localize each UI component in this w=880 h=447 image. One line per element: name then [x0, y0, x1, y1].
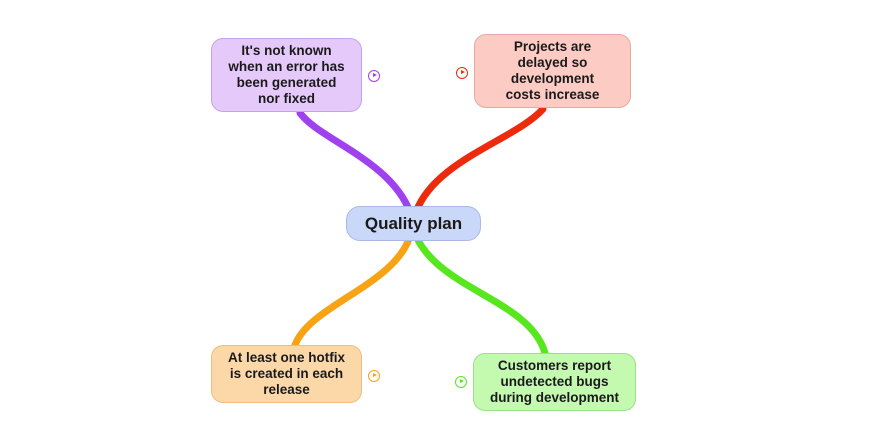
- branch-node-bottom-right[interactable]: Customers report undetected bugs during …: [473, 353, 636, 411]
- branch-bottom-right: [412, 232, 549, 357]
- branch-node-top-right[interactable]: Projects are delayed so development cost…: [474, 34, 631, 108]
- branch-node-bottom-left[interactable]: At least one hotfix is created in each r…: [211, 345, 362, 403]
- branch-node-top-left[interactable]: It's not known when an error has been ge…: [211, 38, 362, 112]
- play-circle-icon[interactable]: [456, 67, 468, 79]
- branch-node-label: At least one hotfix is created in each r…: [227, 350, 345, 397]
- branch-top-left: [296, 109, 414, 216]
- play-circle-icon[interactable]: [368, 70, 380, 82]
- branch-node-label: Customers report undetected bugs during …: [489, 358, 619, 405]
- play-circle-icon[interactable]: [455, 376, 467, 388]
- central-node[interactable]: Quality plan: [346, 206, 481, 241]
- branch-top-right: [412, 105, 547, 216]
- branch-node-label: It's not known when an error has been ge…: [228, 43, 345, 106]
- central-node-label: Quality plan: [364, 213, 463, 233]
- play-circle-icon[interactable]: [368, 370, 380, 382]
- branch-bottom-left: [291, 232, 414, 349]
- branch-node-label: Projects are delayed so development cost…: [505, 39, 600, 102]
